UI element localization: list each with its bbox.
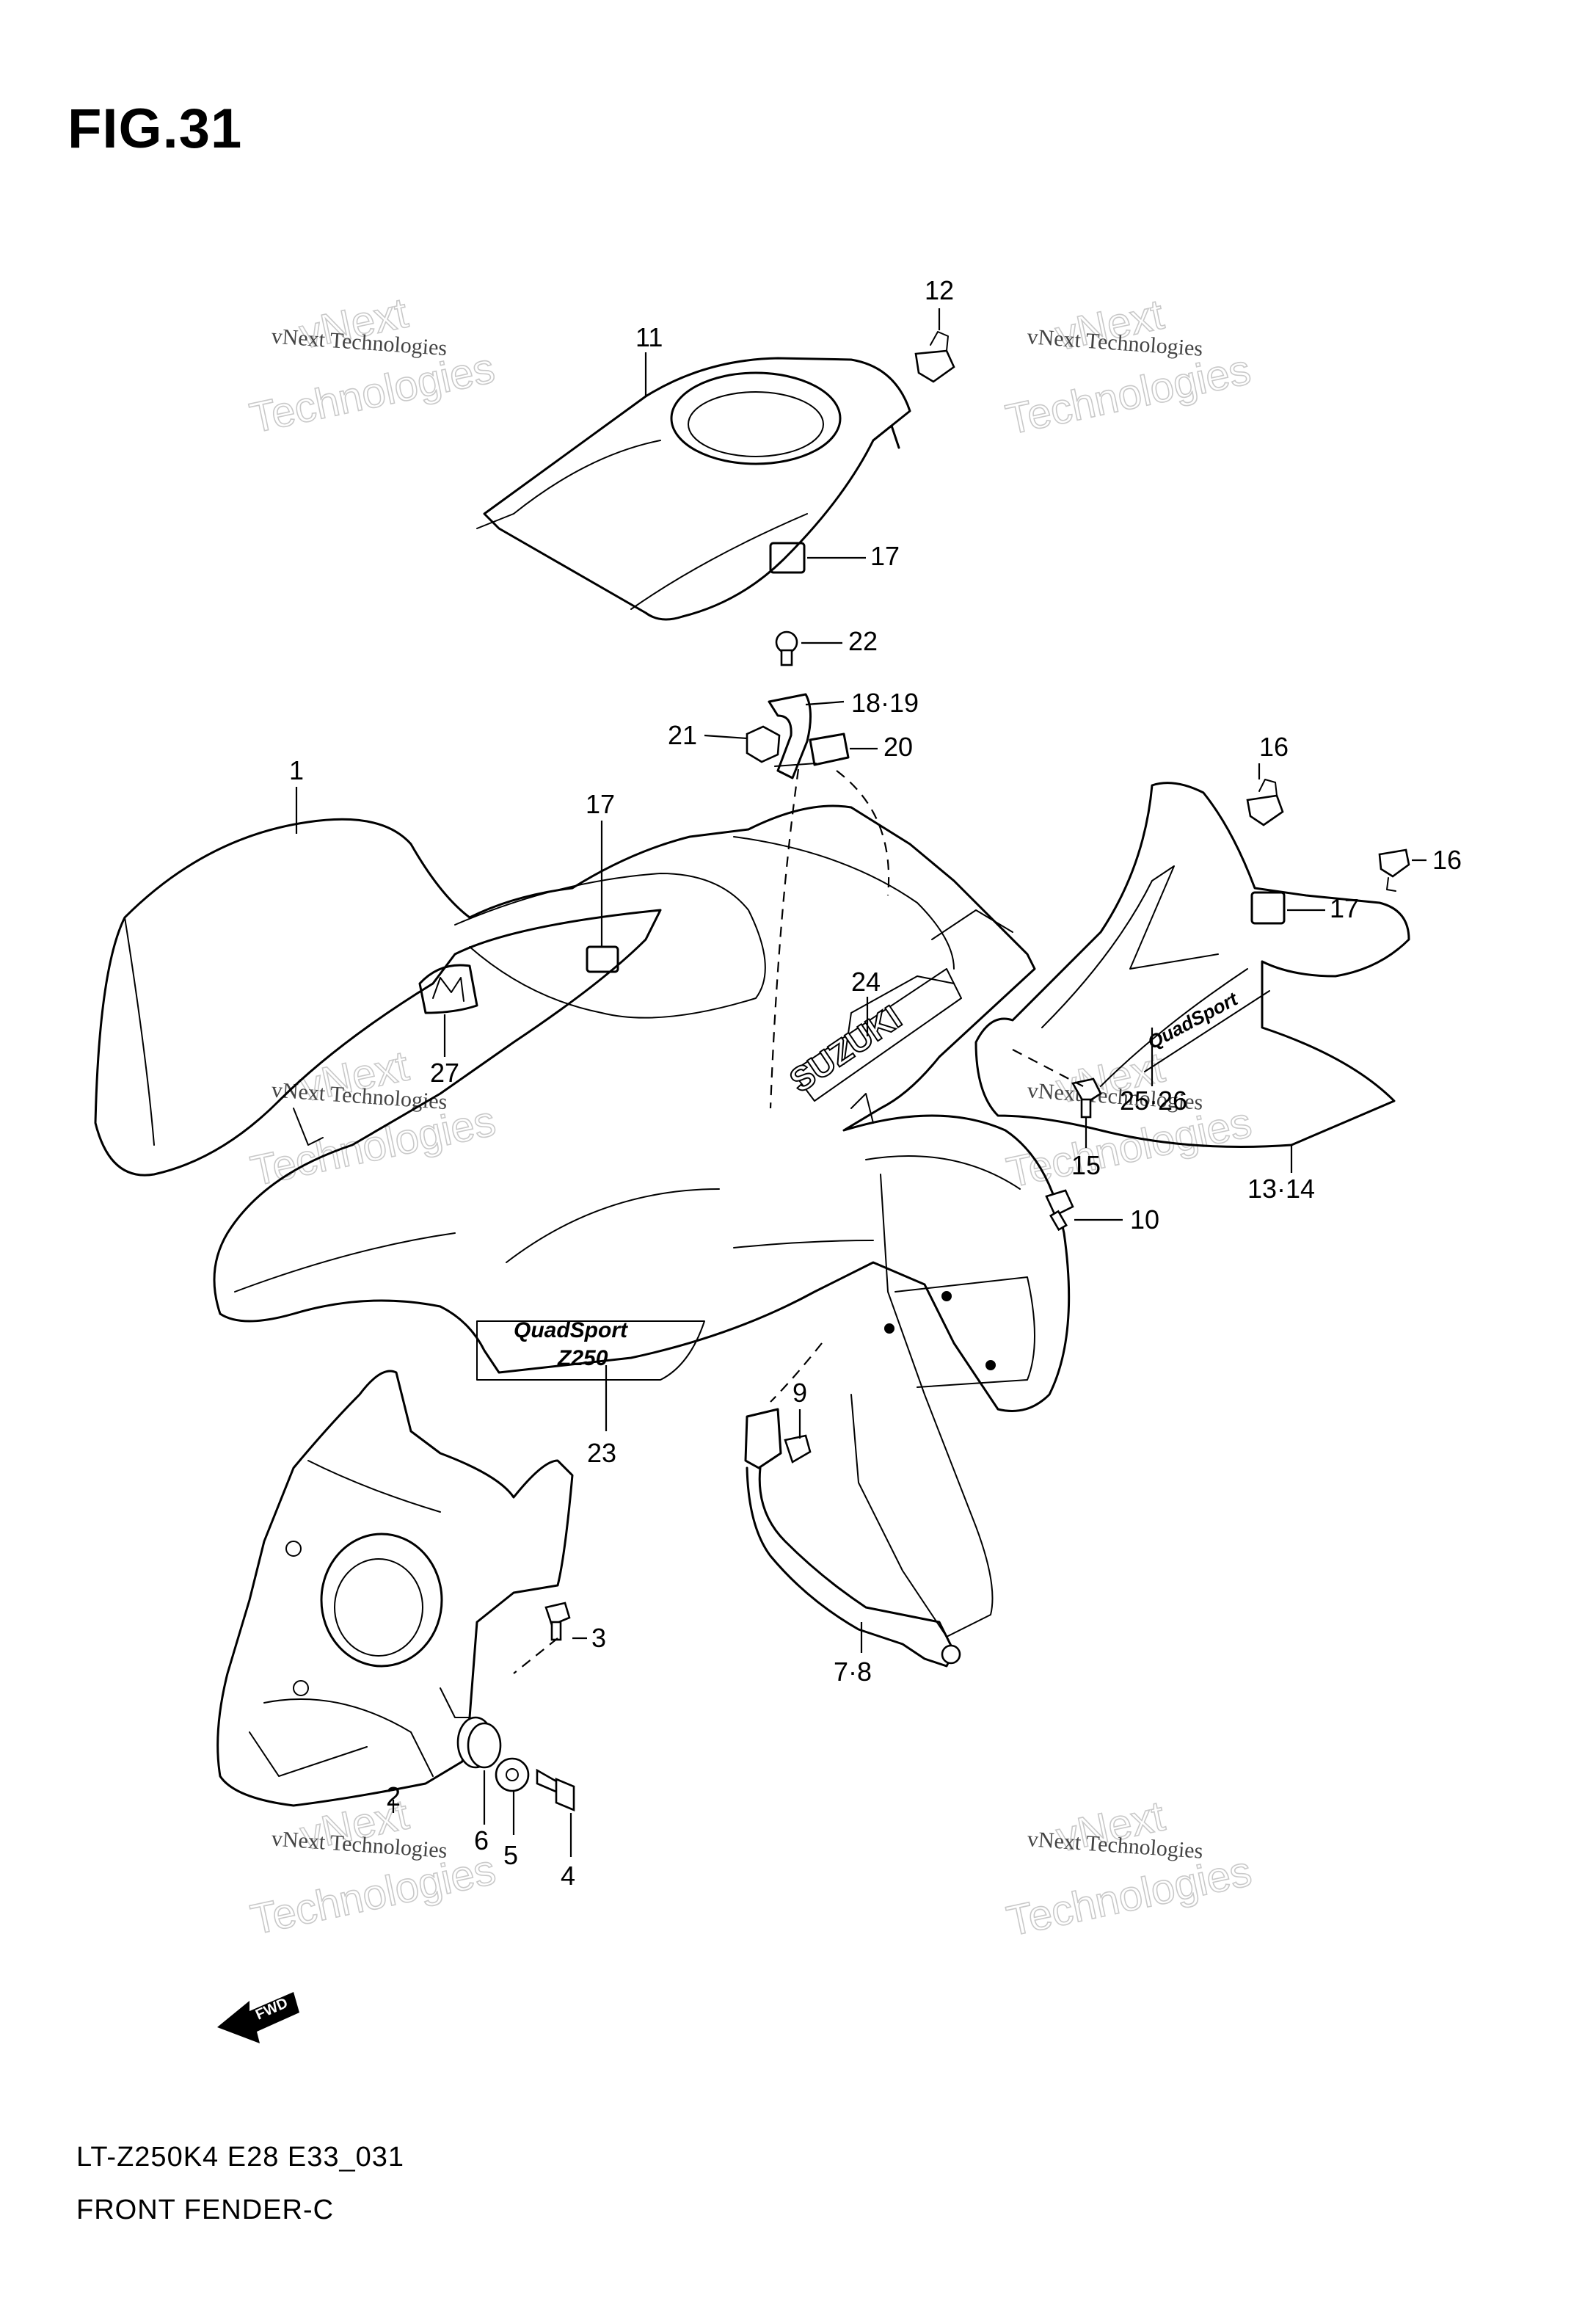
callout-9: 9 xyxy=(792,1378,807,1408)
callout-5: 5 xyxy=(503,1840,518,1870)
side-panel-decal: QuadSport xyxy=(1144,987,1242,1053)
callout-21: 21 xyxy=(668,720,697,750)
part-3-screw xyxy=(544,1602,571,1641)
callout-12: 12 xyxy=(925,275,954,305)
part-27-emblem xyxy=(418,964,478,1014)
callout-2: 2 xyxy=(386,1781,401,1811)
watermark-top-right: vNext Technologies xyxy=(1001,290,1255,445)
callout-15: 15 xyxy=(1071,1150,1101,1180)
part-6-grommet xyxy=(456,1716,502,1769)
diagram-name: FRONT FENDER-C xyxy=(76,2195,335,2225)
watermark-bottom-left: vNext Technologies xyxy=(246,1790,500,1945)
callout-20: 20 xyxy=(883,732,913,762)
part-22-bolt xyxy=(775,630,798,666)
callout-22: 22 xyxy=(848,626,878,656)
part-4-bolt xyxy=(536,1768,575,1811)
callout-24: 24 xyxy=(851,967,881,997)
clip-17 xyxy=(769,542,806,574)
watermark-small: vNext Technologies xyxy=(271,1826,448,1863)
clip-17 xyxy=(1250,891,1286,925)
watermark-small: vNext Technologies xyxy=(1027,1827,1204,1864)
part-9-bolt xyxy=(784,1434,812,1464)
watermark-big-line2: Technologies xyxy=(1002,346,1255,444)
part-16-push-rivet xyxy=(1246,779,1284,826)
watermark-top-left: vNext Technologies xyxy=(245,288,499,443)
part-5-washer xyxy=(495,1757,530,1792)
callout-11: 11 xyxy=(635,322,663,352)
watermark-big-line2: Technologies xyxy=(247,1097,500,1195)
callouts: 11 12 17 22 18·19 21 20 1 17 16 16 17 24… xyxy=(289,275,1462,1891)
callout-4: 4 xyxy=(561,1861,575,1891)
callout-1: 1 xyxy=(289,755,304,785)
callout-23: 23 xyxy=(587,1438,616,1468)
callout-17: 17 xyxy=(870,541,900,571)
watermark-big-line2: Technologies xyxy=(247,1845,500,1944)
callout-17: 17 xyxy=(586,789,615,819)
watermark-mid-left: vNext Technologies xyxy=(246,1042,500,1196)
watermark-small: vNext Technologies xyxy=(271,324,448,360)
part-10-screw xyxy=(1045,1189,1074,1232)
callout-27: 27 xyxy=(430,1058,459,1088)
watermark-big-line2: Technologies xyxy=(246,344,499,443)
callout-6: 6 xyxy=(474,1825,489,1855)
callout-18-19: 18·19 xyxy=(851,688,919,718)
part-21-nut xyxy=(746,725,781,763)
callout-10: 10 xyxy=(1130,1204,1159,1235)
callout-25-26: 25·26 xyxy=(1120,1086,1187,1116)
watermark-big-line2: Technologies xyxy=(1002,1847,1256,1946)
leader-lines xyxy=(295,308,1426,1857)
callout-17: 17 xyxy=(1330,893,1359,923)
callout-16: 16 xyxy=(1432,845,1462,875)
figure-title: FIG.31 xyxy=(68,98,243,160)
callout-13-14: 13·14 xyxy=(1247,1174,1315,1204)
part-12-push-rivet xyxy=(914,331,955,383)
fwd-arrow-icon: FWD xyxy=(217,1992,299,2043)
part-7-8-stay xyxy=(744,1408,961,1668)
callout-7-8: 7·8 xyxy=(834,1657,872,1687)
model-decal-line1: QuadSport xyxy=(514,1318,629,1342)
part-20-pad xyxy=(809,733,850,766)
watermark-small: vNext Technologies xyxy=(1027,324,1204,361)
part-23-model-decal: QuadSport Z250 xyxy=(476,1318,705,1381)
part-11-top-cover xyxy=(476,357,911,621)
model-decal-line2: Z250 xyxy=(557,1346,608,1370)
diagram-code: LT-Z250K4 E28 E33_031 xyxy=(76,2142,405,2173)
callout-16: 16 xyxy=(1259,732,1289,762)
callout-3: 3 xyxy=(591,1623,606,1653)
part-16-push-rivet xyxy=(1378,848,1410,892)
part-2-inner-panel xyxy=(216,1370,574,1807)
watermark-bottom-right: vNext Technologies xyxy=(1002,1792,1256,1946)
part-1-front-fender xyxy=(94,804,1071,1637)
